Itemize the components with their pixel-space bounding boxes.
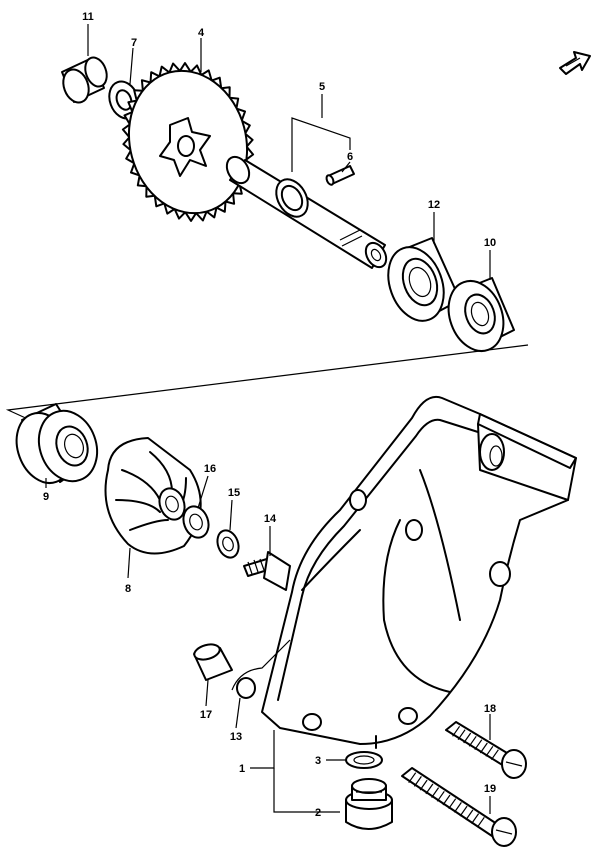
part-8-impeller [104, 437, 202, 555]
callout-17: 17 [200, 709, 212, 721]
part-2-drain-plug [345, 778, 393, 830]
part-4-gear [121, 62, 255, 222]
callout-6: 6 [347, 151, 353, 163]
callout-labels: 11 7 4 5 6 12 10 9 8 16 15 14 17 13 1 3 … [43, 11, 496, 819]
leader-lines [45, 24, 491, 814]
callout-14: 14 [264, 513, 277, 525]
callout-1: 1 [239, 763, 245, 775]
callout-12: 12 [428, 199, 440, 211]
part-5-shaft [225, 155, 388, 269]
callout-13: 13 [230, 731, 242, 743]
part-18-screw [445, 721, 527, 779]
part-6-pin [325, 165, 355, 186]
part-9-mechanical-seal [15, 403, 99, 484]
callout-4: 4 [198, 27, 205, 39]
callout-19: 19 [484, 783, 496, 795]
callout-3: 3 [315, 755, 321, 767]
callout-11: 11 [82, 11, 94, 23]
part-1-pump-case [231, 396, 577, 749]
part-10-oil-seal [447, 277, 515, 352]
callout-5: 5 [319, 81, 325, 93]
callout-16: 16 [204, 463, 216, 475]
callout-8: 8 [125, 583, 131, 595]
callout-9: 9 [43, 491, 49, 503]
callout-10: 10 [484, 237, 496, 249]
part-3-washer [345, 751, 383, 769]
assembly-axis-line [5, 344, 529, 421]
callout-15: 15 [228, 487, 240, 499]
part-12-bearing [387, 237, 461, 322]
front-direction-arrow-icon [559, 51, 591, 75]
part-11-bush [61, 56, 108, 104]
callout-2: 2 [315, 807, 321, 819]
part-19-screw [401, 767, 517, 847]
callout-18: 18 [484, 703, 496, 715]
part-17-dowel [193, 643, 233, 681]
callout-7: 7 [131, 37, 137, 49]
part-16-washer [182, 505, 210, 539]
part-14-bolt [243, 551, 291, 591]
part-15-gasket-washer [216, 529, 240, 559]
